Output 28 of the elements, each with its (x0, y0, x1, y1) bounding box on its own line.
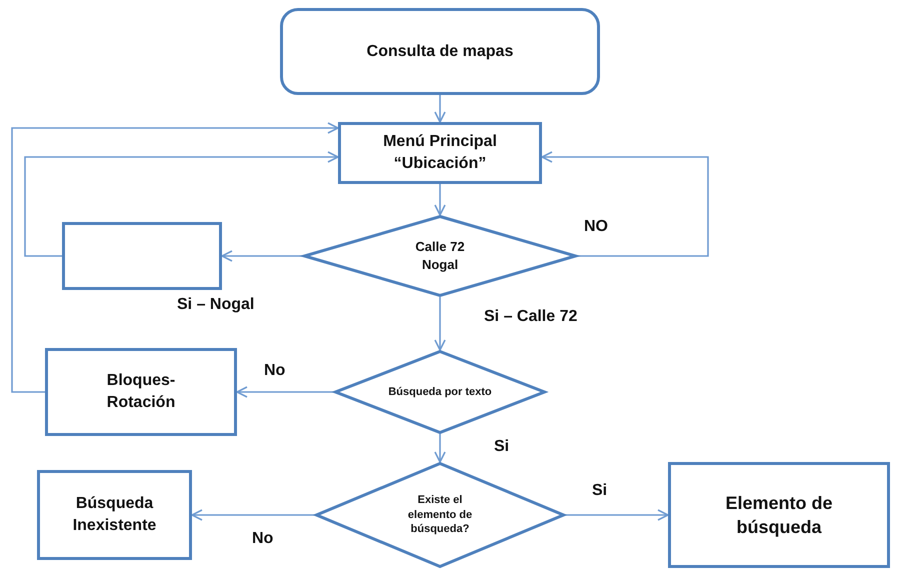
arrow (24, 151, 339, 257)
arrow (11, 122, 339, 393)
arrow (541, 151, 709, 257)
arrow (191, 509, 315, 521)
node-text: Elemento de búsqueda (724, 492, 834, 539)
arrow (434, 184, 446, 216)
node-text: Bloques- Rotación (106, 371, 176, 413)
arrow (434, 434, 446, 463)
process-box (37, 470, 192, 560)
node-text: Existe el elemento de búsqueda? (406, 492, 474, 538)
arrow (565, 509, 669, 521)
edge-label: Si – Nogal (175, 296, 256, 314)
process-box (668, 462, 890, 568)
arrow (434, 95, 446, 123)
process-box (338, 122, 542, 184)
node-text: Menú Principal “Ubicación” (382, 132, 498, 174)
node-text: Consulta de mapas (366, 42, 514, 62)
start-box (280, 8, 600, 95)
arrow (221, 250, 303, 262)
process-box (62, 222, 222, 290)
arrow (434, 297, 446, 351)
decision-diamond (334, 350, 546, 434)
node-text: Búsqueda por texto (388, 384, 492, 400)
arrow (236, 386, 334, 398)
node-text: Búsqueda Inexistente (72, 494, 158, 536)
decision-diamond (315, 462, 565, 568)
node-text: Calle 72 Nogal (414, 238, 466, 274)
process-box (45, 348, 237, 436)
